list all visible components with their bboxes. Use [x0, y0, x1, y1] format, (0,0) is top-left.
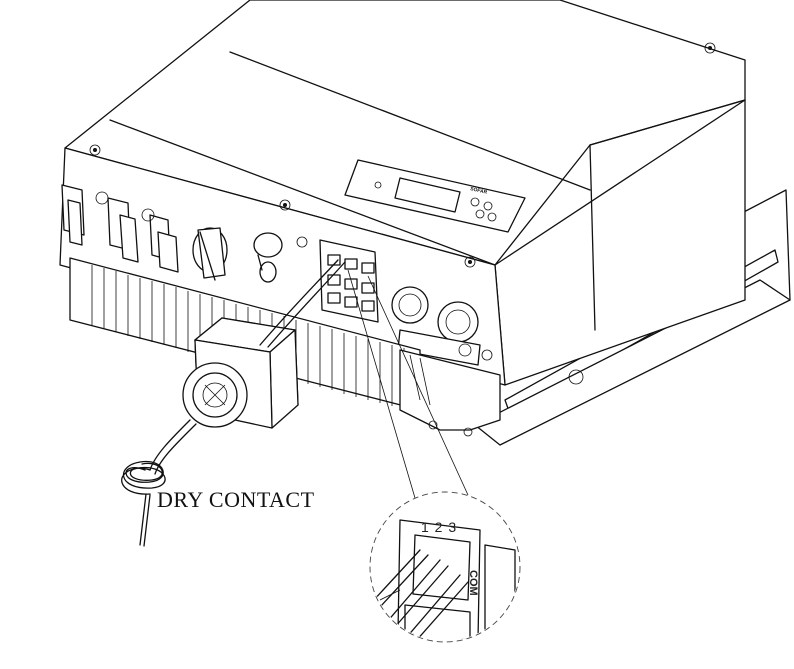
ac-connector — [391, 286, 493, 366]
dry-contact-label: DRY CONTACT — [157, 487, 315, 512]
inverter-body — [59, 0, 746, 386]
coiled-wire — [121, 460, 166, 547]
com-label: COM — [467, 570, 479, 596]
detail-leader — [347, 269, 469, 499]
rj45-ports — [319, 239, 379, 323]
dc-switch — [192, 227, 228, 281]
dc-connector — [61, 184, 179, 273]
cable-gland — [182, 362, 248, 428]
brand-label: SOFAR — [470, 186, 489, 196]
detail-magnifier: 1 2 3 COM — [369, 491, 521, 643]
breather-valve — [253, 232, 308, 283]
display-panel: SOFAR — [344, 159, 526, 233]
pin-numbers-label: 1 2 3 — [421, 519, 457, 535]
